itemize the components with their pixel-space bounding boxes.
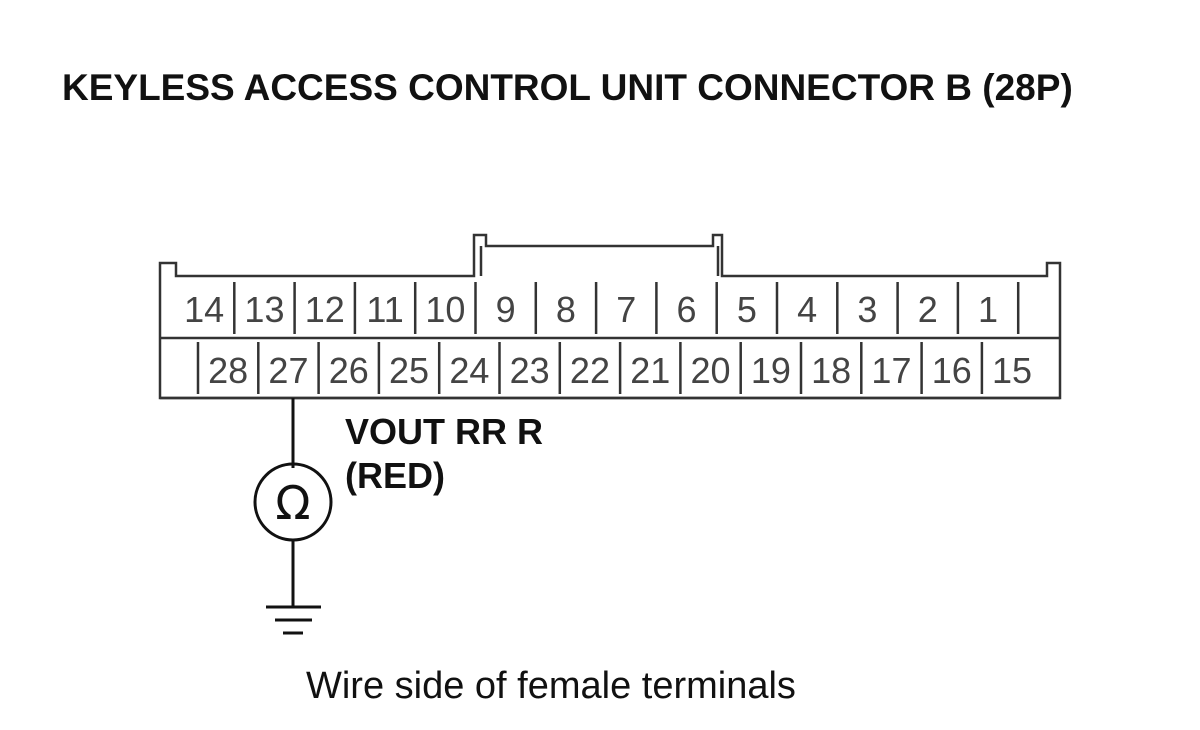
terminal-26: 26 xyxy=(329,350,369,391)
terminal-27: 27 xyxy=(268,350,308,391)
terminal-25: 25 xyxy=(389,350,429,391)
connector-body xyxy=(158,233,1062,400)
wire-color-label: (RED) xyxy=(345,455,445,496)
ground-icon xyxy=(266,605,321,635)
terminal-1: 1 xyxy=(978,289,998,330)
terminal-5: 5 xyxy=(737,289,757,330)
terminal-2: 2 xyxy=(918,289,938,330)
terminal-7: 7 xyxy=(616,289,636,330)
terminal-9: 9 xyxy=(496,289,516,330)
terminal-14: 14 xyxy=(184,289,224,330)
terminal-28: 28 xyxy=(208,350,248,391)
terminal-19: 19 xyxy=(751,350,791,391)
terminal-15: 15 xyxy=(992,350,1032,391)
terminal-10: 10 xyxy=(425,289,465,330)
diagram-caption: Wire side of female terminals xyxy=(306,665,796,707)
ohm-symbol: Ω xyxy=(275,476,310,530)
terminal-16: 16 xyxy=(932,350,972,391)
terminal-13: 13 xyxy=(244,289,284,330)
terminal-20: 20 xyxy=(691,350,731,391)
terminal-17: 17 xyxy=(871,350,911,391)
ohmmeter-icon: Ω xyxy=(253,462,333,542)
diagram-title: KEYLESS ACCESS CONTROL UNIT CONNECTOR B … xyxy=(62,67,1073,108)
terminal-4: 4 xyxy=(797,289,817,330)
terminal-6: 6 xyxy=(677,289,697,330)
terminal-12: 12 xyxy=(305,289,345,330)
terminal-23: 23 xyxy=(510,350,550,391)
terminal-11: 11 xyxy=(366,289,403,330)
terminal-24: 24 xyxy=(449,350,489,391)
terminal-21: 21 xyxy=(630,350,670,391)
terminal-18: 18 xyxy=(811,350,851,391)
terminal-3: 3 xyxy=(857,289,877,330)
connector-bottom-row: 28 27 26 25 24 23 22 21 20 19 18 17 16 15 xyxy=(196,342,1032,394)
terminal-22: 22 xyxy=(570,350,610,391)
signal-label: VOUT RR R xyxy=(345,411,543,452)
terminal-8: 8 xyxy=(556,289,576,330)
